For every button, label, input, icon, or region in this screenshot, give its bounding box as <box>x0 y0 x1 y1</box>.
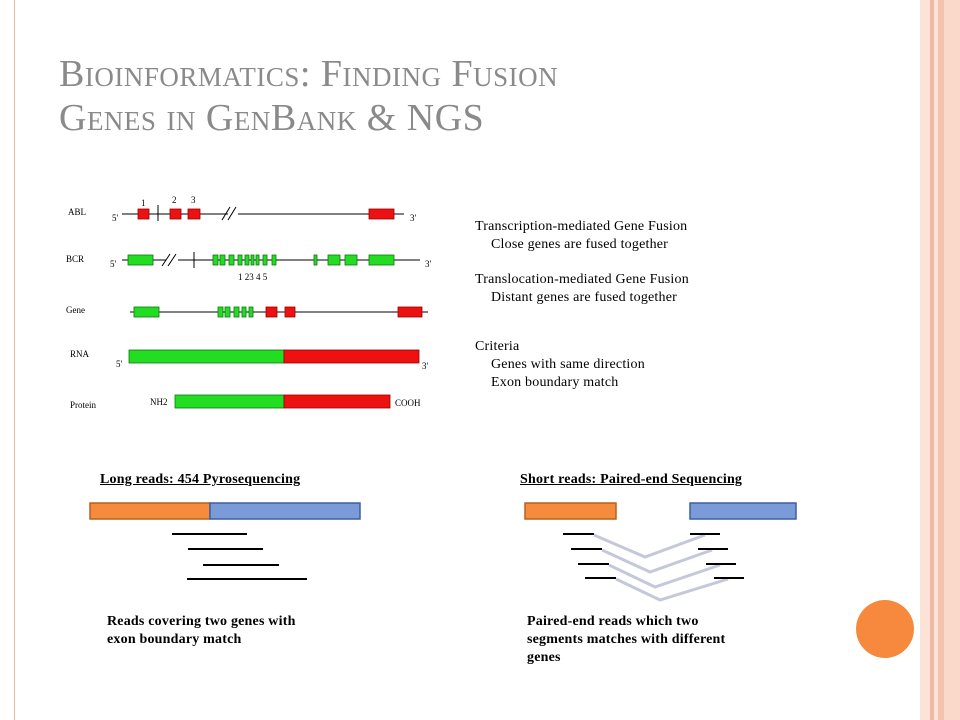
side-stripe <box>938 0 944 720</box>
short-reads-diagram <box>524 502 797 602</box>
bcr-exon-numbers: 1 23 4 5 <box>238 272 268 282</box>
short-reads-caption: Paired-end reads which two segments matc… <box>527 613 725 667</box>
gene-exon <box>233 306 240 318</box>
gene-exon <box>133 306 160 318</box>
gene-b-bar <box>689 502 797 520</box>
title-line-1: Bioinformatics: Finding Fusion <box>59 53 559 95</box>
pair-connector <box>608 563 721 589</box>
gene-a-bar <box>89 502 211 520</box>
bcr-exon <box>228 254 235 266</box>
long-reads-heading: Long reads: 454 Pyrosequencing <box>100 472 301 487</box>
long-reads-diagram <box>89 502 361 580</box>
caption-line: genes <box>527 650 561 665</box>
bcr-exon <box>255 254 260 266</box>
protein-cooh: COOH <box>395 398 421 408</box>
gene-exon <box>397 306 423 318</box>
pair-connector <box>615 577 729 602</box>
translocation-desc: Distant genes are fused together <box>491 290 678 305</box>
pair-connector <box>593 533 706 559</box>
decorative-circle <box>856 600 914 658</box>
criteria-text: Criteria Genes with same direction Exon … <box>475 338 645 392</box>
gene-exon <box>224 306 231 318</box>
abl-exon-number: 1 <box>141 198 146 208</box>
bcr-3prime: 3' <box>425 259 432 269</box>
translocation-title: Translocation-mediated Gene Fusion <box>475 272 689 287</box>
abl-3prime: 3' <box>410 213 417 223</box>
abl-exon <box>169 208 182 220</box>
bcr-exon <box>244 254 250 266</box>
caption-line: Paired-end reads which two <box>527 614 699 629</box>
criteria-item: Exon boundary match <box>491 375 619 390</box>
label-protein: Protein <box>70 400 96 410</box>
fusion-types-text: Transcription-mediated Gene Fusion Close… <box>475 218 689 307</box>
caption-line: exon boundary match <box>107 632 242 647</box>
caption-line: segments matches with different <box>527 632 726 647</box>
protein-green-segment <box>174 394 285 409</box>
slide-title: Bioinformatics: Finding Fusion Genes in … <box>59 52 819 140</box>
abl-5prime: 5' <box>112 213 119 223</box>
rna-5prime: 5' <box>116 359 123 369</box>
bcr-exon <box>344 254 358 266</box>
bcr-exon <box>212 254 219 266</box>
caption-line: Reads covering two genes with <box>107 614 296 629</box>
abl-exon-number: 3 <box>191 195 196 205</box>
gene-exon <box>284 306 296 318</box>
gene-exon <box>248 306 254 318</box>
transcription-desc: Close genes are fused together <box>491 237 669 252</box>
pair-connector <box>601 548 713 574</box>
bcr-exon <box>313 254 318 266</box>
bcr-exon <box>237 254 243 266</box>
criteria-item: Genes with same direction <box>491 357 645 372</box>
protein-nh2: NH2 <box>150 397 168 407</box>
rna-green-segment <box>128 349 285 364</box>
gene-b-bar <box>209 502 361 520</box>
protein-red-segment <box>283 394 391 409</box>
side-stripe <box>930 0 934 720</box>
bcr-exon <box>219 254 226 266</box>
long-reads-caption: Reads covering two genes with exon bound… <box>107 613 296 649</box>
rna-3prime: 3' <box>422 361 429 371</box>
bcr-exon <box>250 254 255 266</box>
side-stripe <box>944 0 960 720</box>
gene-exon <box>241 306 247 318</box>
gene-a-bar <box>524 502 617 520</box>
bcr-exon <box>368 254 395 266</box>
rna-red-segment <box>283 349 420 364</box>
label-bcr: BCR <box>66 254 84 264</box>
bcr-exon <box>127 254 154 266</box>
short-reads-heading: Short reads: Paired-end Sequencing <box>520 472 743 487</box>
gene-exon <box>265 306 278 318</box>
side-stripe <box>934 0 938 720</box>
side-stripe <box>920 0 930 720</box>
abl-exon <box>187 208 201 220</box>
abl-exon <box>368 208 395 220</box>
abl-exon-number: 2 <box>172 195 177 205</box>
gene-exon <box>217 306 224 318</box>
title-line-2: Genes in GenBank & NGS <box>59 97 485 139</box>
bcr-exon <box>262 254 268 266</box>
label-gene: Gene <box>66 305 85 315</box>
label-rna: RNA <box>70 349 90 359</box>
abl-exon <box>137 208 150 220</box>
criteria-title: Criteria <box>475 339 520 354</box>
bcr-exon <box>271 254 277 266</box>
transcription-title: Transcription-mediated Gene Fusion <box>475 219 688 234</box>
bcr-exon <box>327 254 341 266</box>
label-abl: ABL <box>68 207 86 217</box>
bcr-5prime: 5' <box>110 259 117 269</box>
